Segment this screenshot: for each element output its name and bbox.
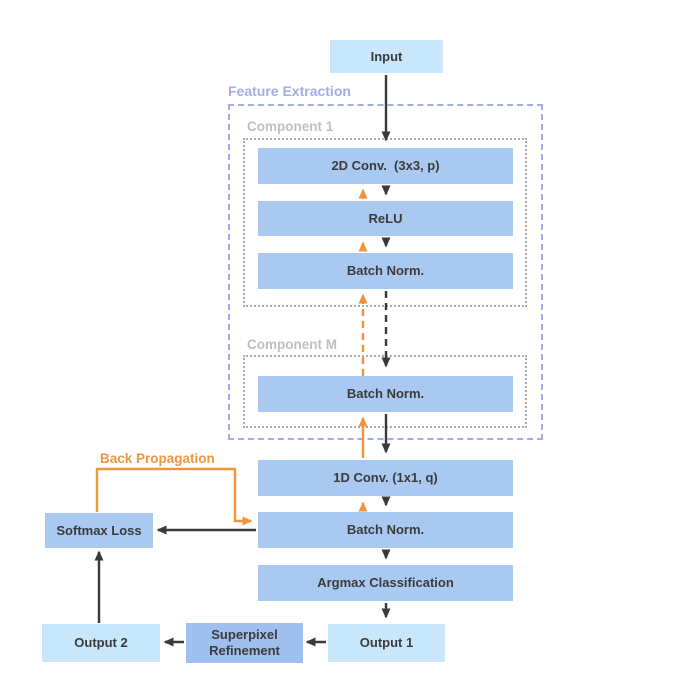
node-output-1: Output 1 bbox=[328, 624, 445, 662]
node-softmax-loss: Softmax Loss bbox=[45, 513, 153, 548]
node-1d-conv: 1D Conv. (1x1, q) bbox=[258, 460, 513, 496]
feature-extraction-label: Feature Extraction bbox=[228, 83, 351, 99]
component-m-label: Component M bbox=[247, 337, 337, 352]
node-input: Input bbox=[330, 40, 443, 73]
node-batch-norm-out: Batch Norm. bbox=[258, 512, 513, 548]
node-output-2: Output 2 bbox=[42, 624, 160, 662]
node-relu: ReLU bbox=[258, 201, 513, 236]
component-1-label: Component 1 bbox=[247, 119, 334, 134]
node-argmax-classification: Argmax Classification bbox=[258, 565, 513, 601]
node-superpixel-refinement: Superpixel Refinement bbox=[186, 623, 303, 663]
node-batch-norm-m: Batch Norm. bbox=[258, 376, 513, 412]
node-2d-conv: 2D Conv. (3x3, p) bbox=[258, 148, 513, 184]
back-propagation-label: Back Propagation bbox=[100, 451, 215, 466]
node-batch-norm-1: Batch Norm. bbox=[258, 253, 513, 289]
